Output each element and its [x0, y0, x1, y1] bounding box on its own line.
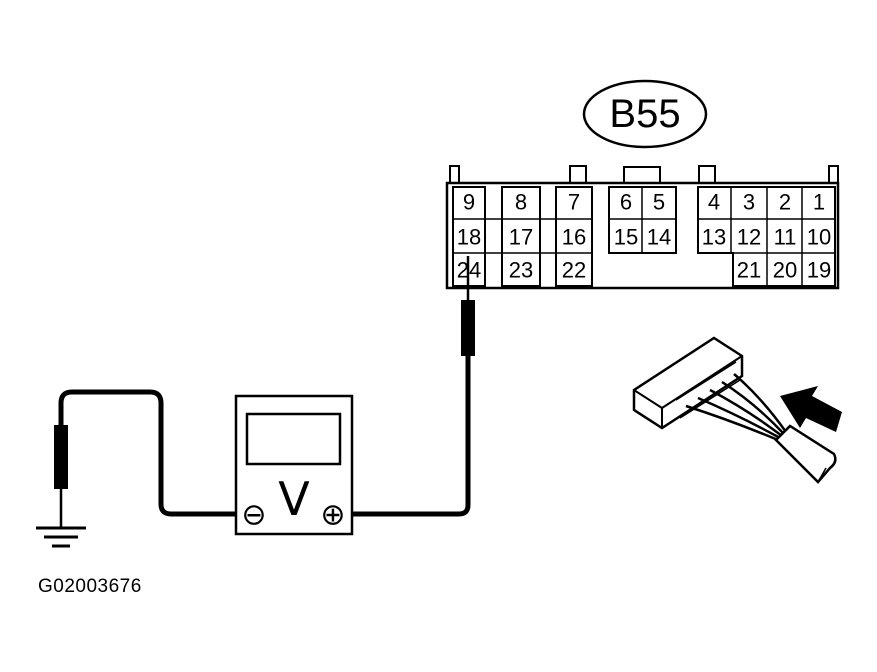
ground-icon — [36, 526, 86, 548]
pin-label: 14 — [647, 225, 671, 250]
pin-label: 3 — [743, 190, 755, 215]
pin-label: 9 — [463, 190, 475, 215]
positive-probe — [345, 256, 475, 517]
pin-label: 16 — [562, 225, 586, 250]
pin-label: 6 — [620, 190, 632, 215]
pin-label: 23 — [509, 258, 533, 283]
pin-label: 1 — [813, 190, 825, 215]
pin-label: 7 — [568, 190, 580, 215]
pin-label: 5 — [653, 190, 665, 215]
negative-terminal-icon: ⊖ — [241, 498, 266, 533]
connector-illustration — [632, 336, 842, 484]
connector-b55: 9 8 7 6 5 4 3 2 1 18 17 16 15 14 13 12 1… — [445, 165, 840, 290]
pin-label: 17 — [509, 225, 533, 250]
pin-label: 13 — [702, 225, 726, 250]
voltmeter: V ⊖ ⊕ — [234, 394, 354, 536]
figure-id: G02003676 — [38, 576, 142, 597]
pin-label: 8 — [515, 190, 527, 215]
connector-label-text: B55 — [609, 92, 680, 136]
pin-label: 2 — [779, 190, 791, 215]
pin-label: 12 — [737, 225, 761, 250]
pin-label: 10 — [807, 225, 831, 250]
negative-lead — [54, 389, 238, 528]
pin-label: 22 — [562, 258, 586, 283]
pin-label: 11 — [774, 225, 797, 250]
connector-label: B55 — [582, 79, 708, 149]
pin-label: 19 — [807, 258, 831, 283]
pin-label: 21 — [737, 258, 761, 283]
pin-label: 4 — [708, 190, 720, 215]
voltmeter-symbol: V — [278, 472, 310, 526]
pin-label: 15 — [614, 225, 638, 250]
pin-label: 18 — [457, 225, 481, 250]
positive-terminal-icon: ⊕ — [320, 498, 345, 533]
pin-label: 20 — [773, 258, 797, 283]
